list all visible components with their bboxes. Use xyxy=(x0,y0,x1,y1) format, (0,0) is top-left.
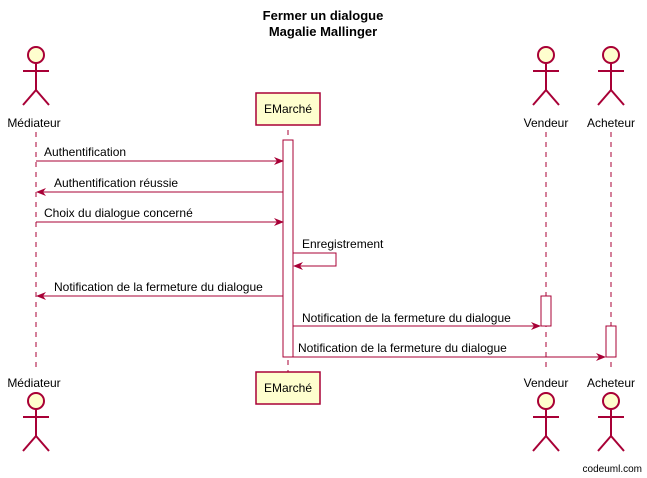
message-label: Authentification xyxy=(44,145,126,159)
actor-label-mediateur: Médiateur xyxy=(7,116,60,130)
actor-head xyxy=(27,392,45,410)
actor-leg xyxy=(532,89,547,106)
message-label: Authentification réussie xyxy=(54,176,178,190)
actor-leg xyxy=(545,435,560,452)
participant-emarche-top: EMarché xyxy=(255,92,321,126)
actor-leg xyxy=(545,89,560,106)
actor-head xyxy=(537,46,555,64)
actor-leg xyxy=(610,89,625,106)
participant-label-emarche: EMarché xyxy=(264,381,312,395)
message-label: Enregistrement xyxy=(302,237,384,251)
actor-leg xyxy=(610,435,625,452)
participant-box xyxy=(255,371,321,405)
diagram-title: Fermer un dialogue xyxy=(263,8,384,23)
actor-mediateur-bottom: Médiateur xyxy=(7,376,61,452)
diagram-subtitle: Magalie Mallinger xyxy=(269,24,377,39)
actor-leg xyxy=(35,435,50,452)
activation-bar-vendeur xyxy=(540,295,552,327)
actor-leg xyxy=(35,89,50,106)
footer-credit: codeuml.com xyxy=(583,464,642,475)
activation-bar-acheteur xyxy=(605,325,617,358)
actor-label-mediateur: Médiateur xyxy=(7,376,60,390)
participant-emarche-bottom: EMarché xyxy=(255,371,321,405)
actor-mediateur-top: Médiateur xyxy=(7,46,61,130)
self-message-arrow xyxy=(293,252,337,270)
actor-label-vendeur: Vendeur xyxy=(524,376,569,390)
actor-acheteur-bottom: Acheteur xyxy=(587,376,635,452)
participant-box xyxy=(255,92,321,126)
actor-head xyxy=(27,46,45,64)
message-label: Notification de la fermeture du dialogue xyxy=(298,341,507,355)
actor-acheteur-top: Acheteur xyxy=(587,46,635,130)
actor-label-vendeur: Vendeur xyxy=(524,116,569,130)
participant-label-emarche: EMarché xyxy=(264,102,312,116)
actor-leg xyxy=(22,435,37,452)
actor-label-acheteur: Acheteur xyxy=(587,116,635,130)
actor-leg xyxy=(532,435,547,452)
actor-leg xyxy=(22,89,37,106)
message-label: Notification de la fermeture du dialogue xyxy=(302,311,511,325)
message-label: Choix du dialogue concerné xyxy=(44,206,193,220)
actor-head xyxy=(602,392,620,410)
actor-head xyxy=(537,392,555,410)
actor-head xyxy=(602,46,620,64)
actor-label-acheteur: Acheteur xyxy=(587,376,635,390)
actor-leg xyxy=(597,89,612,106)
actor-vendeur-bottom: Vendeur xyxy=(524,376,569,452)
actor-vendeur-top: Vendeur xyxy=(524,46,569,130)
actor-leg xyxy=(597,435,612,452)
activation-bar-emarche xyxy=(282,139,294,358)
message-label: Notification de la fermeture du dialogue xyxy=(54,280,263,294)
